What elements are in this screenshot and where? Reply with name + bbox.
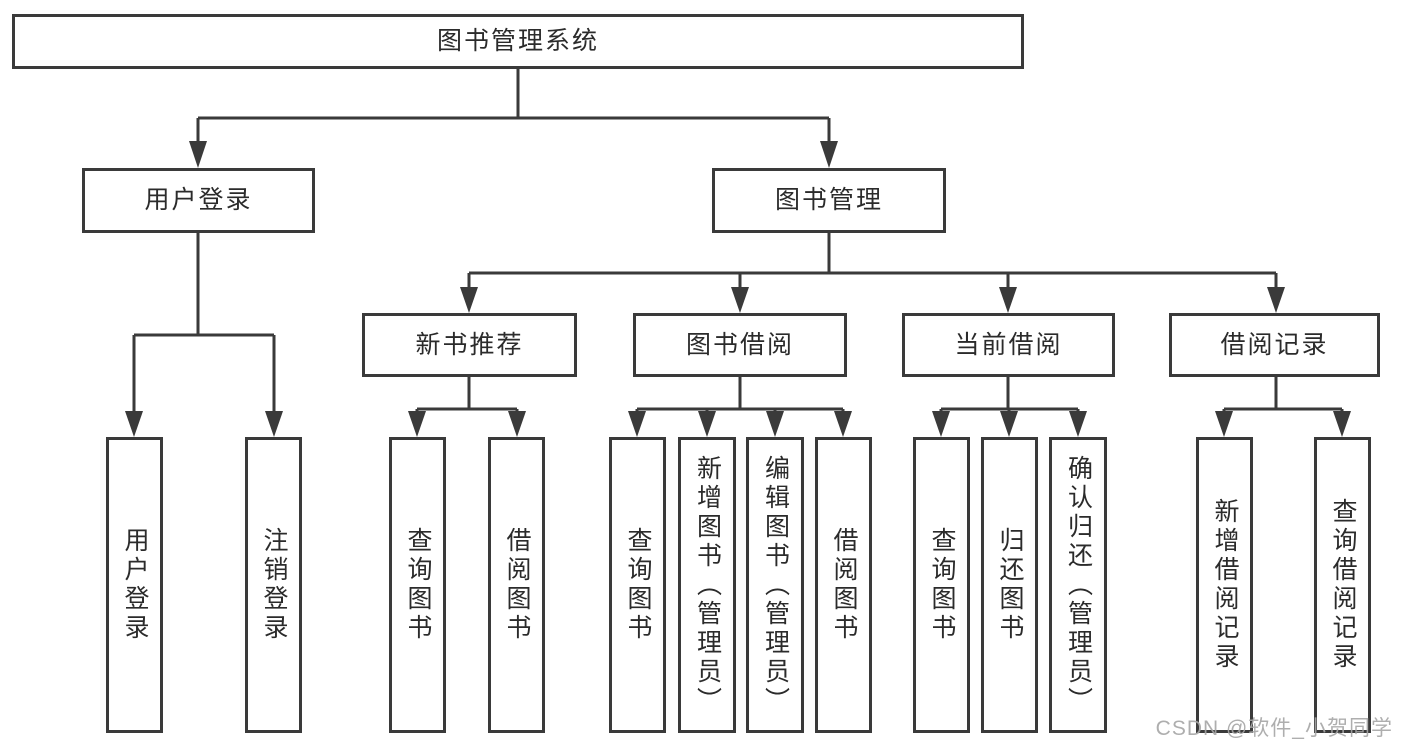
leaf-borrowing-query-books: 查询图书: [609, 437, 666, 733]
node-borrowing-records: 借阅记录: [1169, 313, 1380, 377]
watermark: CSDN @软件_小贺同学: [1155, 717, 1393, 740]
node-library-system: 图书管理系统: [12, 14, 1024, 69]
leaf-query-borrow-record: 查询借阅记录: [1314, 437, 1371, 733]
connector-segments: [132, 69, 1344, 414]
leaf-add-borrow-record: 新增借阅记录: [1196, 437, 1253, 733]
node-current-borrowing: 当前借阅: [902, 313, 1115, 377]
leaf-recommend-borrow-books: 借阅图书: [488, 437, 545, 733]
leaf-confirm-return-admin: 确认归还（管理员）: [1049, 437, 1107, 733]
node-book-borrowing: 图书借阅: [633, 313, 847, 377]
leaf-edit-books-admin: 编辑图书（管理员）: [746, 437, 804, 733]
leaf-user-login: 用户登录: [106, 437, 163, 733]
node-new-book-recommend: 新书推荐: [362, 313, 577, 377]
leaf-return-books: 归还图书: [981, 437, 1038, 733]
leaf-add-books-admin: 新增图书（管理员）: [678, 437, 736, 733]
leaf-logout: 注销登录: [245, 437, 302, 733]
leaf-recommend-query-books: 查询图书: [389, 437, 446, 733]
node-user-login: 用户登录: [82, 168, 315, 233]
connector-arrowheads: [125, 141, 1351, 437]
node-book-management: 图书管理: [712, 168, 946, 233]
leaf-current-query-books: 查询图书: [913, 437, 970, 733]
leaf-borrowing-borrow-books: 借阅图书: [815, 437, 872, 733]
